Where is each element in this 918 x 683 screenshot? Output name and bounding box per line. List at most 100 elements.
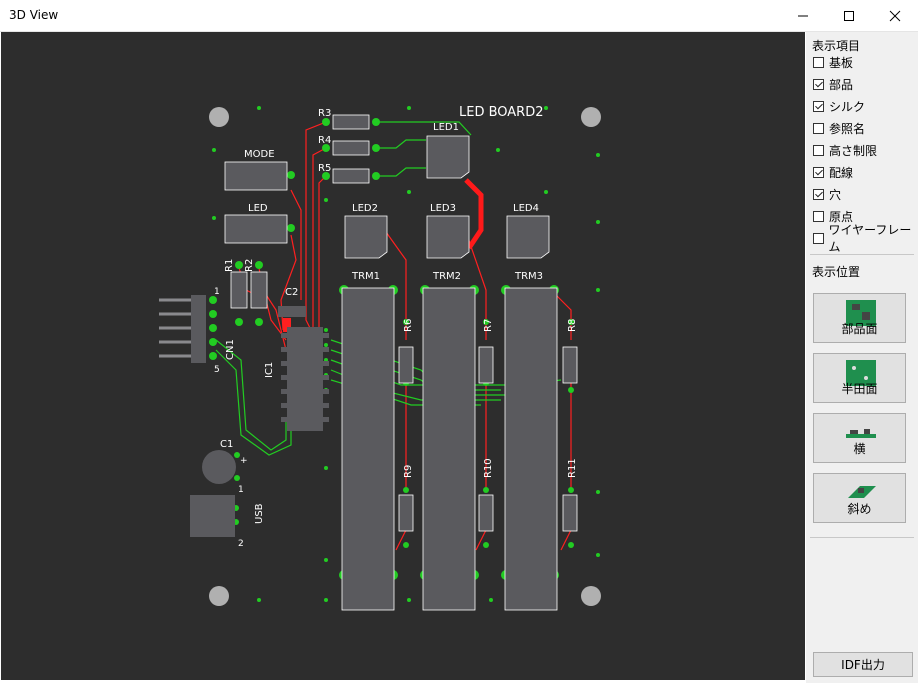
label-ic1: IC1 bbox=[264, 362, 275, 378]
mounting-hole bbox=[209, 107, 229, 127]
led-switch bbox=[224, 214, 288, 244]
label-cn1: CN1 bbox=[225, 339, 236, 360]
checkbox-box[interactable] bbox=[813, 56, 824, 68]
label-c2: C2 bbox=[285, 287, 298, 298]
label-pin1-cn1: 1 bbox=[214, 287, 220, 297]
checkbox-box[interactable] bbox=[813, 144, 824, 156]
cn1-pins bbox=[159, 298, 191, 358]
maximize-icon bbox=[844, 10, 854, 21]
label-usb: USB bbox=[254, 503, 265, 524]
panel-divider bbox=[810, 254, 914, 255]
minimize-icon bbox=[798, 15, 808, 16]
resistors bbox=[230, 114, 578, 532]
checkbox-label: 高さ制限 bbox=[829, 143, 878, 158]
maximize-button[interactable] bbox=[826, 0, 872, 31]
3d-viewport[interactable]: LED BOARD2 MODE LED R3 R4 R5 LED1 LED2 L… bbox=[1, 32, 805, 680]
checkbox-label: 基板 bbox=[829, 55, 854, 70]
checkbox-origin[interactable]: 原点 bbox=[813, 207, 853, 225]
label-trm1: TRM1 bbox=[351, 271, 380, 282]
checkbox-label: 配線 bbox=[829, 165, 854, 180]
label-led: LED bbox=[248, 203, 268, 214]
usb-connector bbox=[190, 495, 235, 537]
panel-divider bbox=[810, 537, 914, 538]
thick-trace bbox=[464, 178, 484, 250]
mounting-hole bbox=[209, 586, 229, 606]
silk-labels: LED BOARD2 MODE LED R3 R4 R5 LED1 LED2 L… bbox=[214, 105, 578, 549]
mounting-hole bbox=[581, 107, 601, 127]
solder-side-icon bbox=[846, 360, 876, 386]
checkbox-label: 穴 bbox=[829, 187, 842, 202]
checkbox-refname[interactable]: 参照名 bbox=[813, 119, 865, 137]
label-r9: R9 bbox=[403, 465, 414, 478]
checkbox-label: シルク bbox=[829, 99, 866, 114]
label-led1: LED1 bbox=[433, 122, 459, 133]
label-r3: R3 bbox=[318, 108, 331, 119]
pcb-render: LED BOARD2 MODE LED R3 R4 R5 LED1 LED2 L… bbox=[159, 105, 601, 611]
checkbox-box[interactable] bbox=[813, 78, 824, 90]
close-icon bbox=[889, 10, 901, 21]
trimmers bbox=[341, 287, 558, 611]
label-r1: R1 bbox=[224, 259, 235, 272]
label-pin2-usb: 2 bbox=[238, 539, 244, 549]
ic1-pins bbox=[281, 333, 329, 422]
checkbox-height-limit[interactable]: 高さ制限 bbox=[813, 141, 877, 159]
button-label: 半田面 bbox=[841, 382, 878, 396]
checkbox-wireframe[interactable]: ワイヤーフレーム bbox=[813, 223, 918, 254]
side-view-button[interactable]: 横 bbox=[813, 413, 906, 463]
minimize-button[interactable] bbox=[780, 0, 826, 31]
label-r8: R8 bbox=[567, 319, 578, 332]
checkbox-box[interactable] bbox=[813, 210, 824, 222]
checkbox-label: 参照名 bbox=[829, 121, 866, 136]
mounting-hole bbox=[581, 586, 601, 606]
oblique-view-button[interactable]: 斜め bbox=[813, 473, 906, 523]
trace-block bbox=[283, 318, 291, 332]
component-side-button[interactable]: 部品面 bbox=[813, 293, 906, 343]
side-panel: 表示項目 基板 部品 シルク 参照名 高さ制限 配線 穴 bbox=[806, 32, 918, 683]
checkbox-holes[interactable]: 穴 bbox=[813, 185, 841, 203]
checkbox-box[interactable] bbox=[813, 166, 824, 178]
c1-capacitor bbox=[202, 450, 236, 484]
close-button[interactable] bbox=[872, 0, 918, 31]
oblique-view-icon bbox=[848, 486, 876, 498]
checkbox-box[interactable] bbox=[813, 122, 824, 134]
checkbox-silk[interactable]: シルク bbox=[813, 97, 865, 115]
label-r7: R7 bbox=[483, 319, 494, 332]
label-r6: R6 bbox=[403, 319, 414, 332]
button-label: 部品面 bbox=[841, 322, 878, 336]
button-label: 斜め bbox=[847, 502, 872, 516]
checkbox-label: ワイヤーフレーム bbox=[828, 223, 912, 254]
label-led3: LED3 bbox=[430, 203, 456, 214]
label-c1: C1 bbox=[220, 439, 233, 450]
solder-side-button[interactable]: 半田面 bbox=[813, 353, 906, 403]
display-items-title: 表示項目 bbox=[812, 39, 861, 53]
board-title: LED BOARD2 bbox=[459, 105, 544, 120]
label-trm2: TRM2 bbox=[432, 271, 461, 282]
label-r11: R11 bbox=[567, 458, 578, 478]
display-position-title: 表示位置 bbox=[812, 265, 861, 279]
checkbox-box[interactable] bbox=[813, 188, 824, 200]
checkbox-wiring[interactable]: 配線 bbox=[813, 163, 853, 181]
label-r10: R10 bbox=[483, 458, 494, 478]
leds bbox=[344, 135, 550, 259]
label-plus: + bbox=[240, 456, 248, 466]
label-led2: LED2 bbox=[352, 203, 378, 214]
label-trm3: TRM3 bbox=[514, 271, 543, 282]
checkbox-parts[interactable]: 部品 bbox=[813, 75, 853, 93]
label-r4: R4 bbox=[318, 135, 331, 146]
title-bar: 3D View bbox=[0, 0, 918, 32]
idf-export-button[interactable]: IDF出力 bbox=[813, 652, 913, 677]
cn1-header bbox=[191, 295, 206, 363]
checkbox-box[interactable] bbox=[813, 100, 824, 112]
checkbox-label: 原点 bbox=[829, 209, 854, 224]
ic1-chip bbox=[287, 327, 323, 431]
component-side-icon bbox=[846, 300, 876, 326]
label-pin1-usb: 1 bbox=[238, 485, 244, 495]
label-led4: LED4 bbox=[513, 203, 539, 214]
button-label: 横 bbox=[853, 442, 866, 456]
checkbox-label: 部品 bbox=[829, 77, 854, 92]
c2-capacitor bbox=[278, 306, 306, 317]
checkbox-board[interactable]: 基板 bbox=[813, 53, 853, 71]
label-r5: R5 bbox=[318, 163, 331, 174]
checkbox-box[interactable] bbox=[813, 232, 824, 244]
